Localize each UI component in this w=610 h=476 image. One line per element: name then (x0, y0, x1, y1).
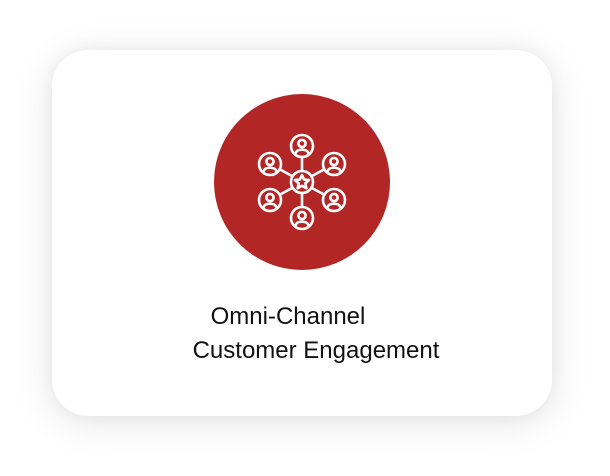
card-title: Omni-Channel Customer Engagement (52, 300, 552, 368)
card-title-line1: Omni-Channel (210, 303, 366, 330)
feature-card: Omni-Channel Customer Engagement (52, 50, 552, 416)
card-title-line2: Customer Engagement (192, 337, 440, 364)
network-users-icon (214, 94, 390, 270)
icon-badge (214, 94, 390, 270)
